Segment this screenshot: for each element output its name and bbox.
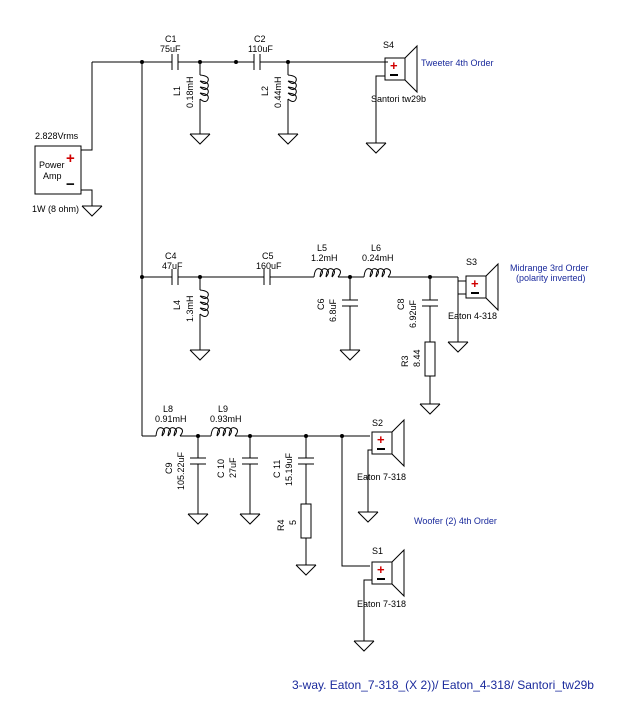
inductor-l5 (313, 268, 341, 278)
c9-value: 105.22uF (176, 451, 186, 490)
c10-name: C 10 (216, 459, 226, 478)
s3-model: Eaton 4-318 (448, 311, 497, 321)
ground-symbol (447, 341, 469, 353)
tweeter-section: C1 75uF L1 0.18mH C2 110uF L2 0.44mH + (160, 34, 494, 154)
amp-name-line2: Amp (43, 171, 62, 181)
c6-name: C6 (316, 298, 326, 310)
r3-name: R3 (400, 355, 410, 367)
s2-name: S2 (372, 418, 383, 428)
amp-voltage-label: 2.828Vrms (35, 131, 79, 141)
c6-value: 6.8uF (328, 298, 338, 322)
woofer-section: L8 0.91mH C9 105.22uF L9 0.93mH C 10 27u… (142, 404, 497, 652)
c9-name: C9 (164, 462, 174, 474)
s3-name: S3 (466, 257, 477, 267)
c11-name: C 11 (272, 460, 282, 478)
inductor-l8 (155, 427, 183, 437)
svg-text:+: + (390, 58, 398, 73)
c1-name: C1 (165, 34, 177, 44)
midrange-title-line1: Midrange 3rd Order (510, 263, 589, 273)
c11-value: 15.19uF (284, 452, 294, 486)
r4-name: R4 (276, 519, 286, 531)
speaker-s3: + (447, 262, 499, 353)
s4-model: Santori tw29b (371, 94, 426, 104)
ground-symbol (339, 349, 361, 361)
c2-value: 110uF (248, 44, 273, 54)
l4-value: 1.3mH (185, 295, 195, 322)
ground-symbol (189, 349, 211, 361)
inductor-l1 (199, 74, 209, 102)
midrange-section: C4 47uF L4 1.3mH C5 160uF L5 1.2mH C6 6.… (142, 243, 589, 415)
schematic-caption: 3-way. Eaton_7-318_(X 2))/ Eaton_4-318/ … (292, 678, 594, 692)
l2-value: 0.44mH (273, 76, 283, 108)
c5-value: 160uF (256, 261, 282, 271)
l4-name: L4 (172, 300, 182, 310)
ground-symbol (419, 403, 441, 415)
ground-symbol (295, 564, 317, 576)
s2-model: Eaton 7-318 (357, 472, 406, 482)
l5-name: L5 (317, 243, 327, 253)
r3-value: 8.44 (412, 349, 422, 367)
l6-value: 0.24mH (362, 253, 394, 263)
inductor-l4 (199, 289, 209, 317)
tweeter-title: Tweeter 4th Order (421, 58, 494, 68)
c4-name: C4 (165, 251, 177, 261)
c8-value: 6.92uF (408, 299, 418, 328)
c5-name: C5 (262, 251, 274, 261)
amp-plus-sign: + (66, 150, 75, 167)
svg-text:+: + (471, 276, 479, 291)
ground-symbol (239, 513, 261, 525)
speaker-s2: + (357, 418, 405, 523)
ground-symbol (353, 640, 375, 652)
inductor-l9 (210, 427, 238, 437)
junction-dot (140, 60, 144, 64)
woofer-title: Woofer (2) 4th Order (414, 516, 497, 526)
l8-value: 0.91mH (155, 414, 187, 424)
c8-name: C8 (396, 298, 406, 310)
inductor-l6 (363, 268, 391, 278)
resistor-r3 (424, 341, 436, 377)
resistor-r4 (300, 503, 312, 539)
speaker-s1: + (353, 548, 405, 652)
svg-text:+: + (377, 432, 385, 447)
c4-value: 47uF (162, 261, 183, 271)
ground-symbol (187, 513, 209, 525)
l1-value: 0.18mH (185, 76, 195, 108)
ground-symbol (277, 133, 299, 145)
amp-name-line1: Power (39, 160, 65, 170)
l6-name: L6 (371, 243, 381, 253)
c10-value: 27uF (228, 457, 238, 478)
midrange-title-line2: (polarity inverted) (516, 273, 586, 283)
c2-name: C2 (254, 34, 266, 44)
s1-model: Eaton 7-318 (357, 599, 406, 609)
c1-value: 75uF (160, 44, 181, 54)
ground-symbol (189, 133, 211, 145)
ground-symbol (357, 511, 379, 523)
s1-name: S1 (372, 546, 383, 556)
amp-power-label: 1W (8 ohm) (32, 204, 79, 214)
power-amp: 2.828Vrms Power Amp + − 1W (8 ohm) (32, 62, 103, 217)
l8-name: L8 (163, 404, 173, 414)
ground-symbol (81, 205, 103, 217)
l1-name: L1 (172, 86, 182, 96)
l2-name: L2 (260, 86, 270, 96)
amp-minus-sign: − (66, 176, 75, 193)
r4-value: 5 (288, 520, 298, 525)
speaker-s4: + (365, 44, 418, 154)
l9-name: L9 (218, 404, 228, 414)
s4-name: S4 (383, 40, 394, 50)
inductor-l2 (287, 74, 297, 102)
l5-value: 1.2mH (311, 253, 338, 263)
svg-text:+: + (377, 562, 385, 577)
l9-value: 0.93mH (210, 414, 242, 424)
ground-symbol (365, 142, 387, 154)
